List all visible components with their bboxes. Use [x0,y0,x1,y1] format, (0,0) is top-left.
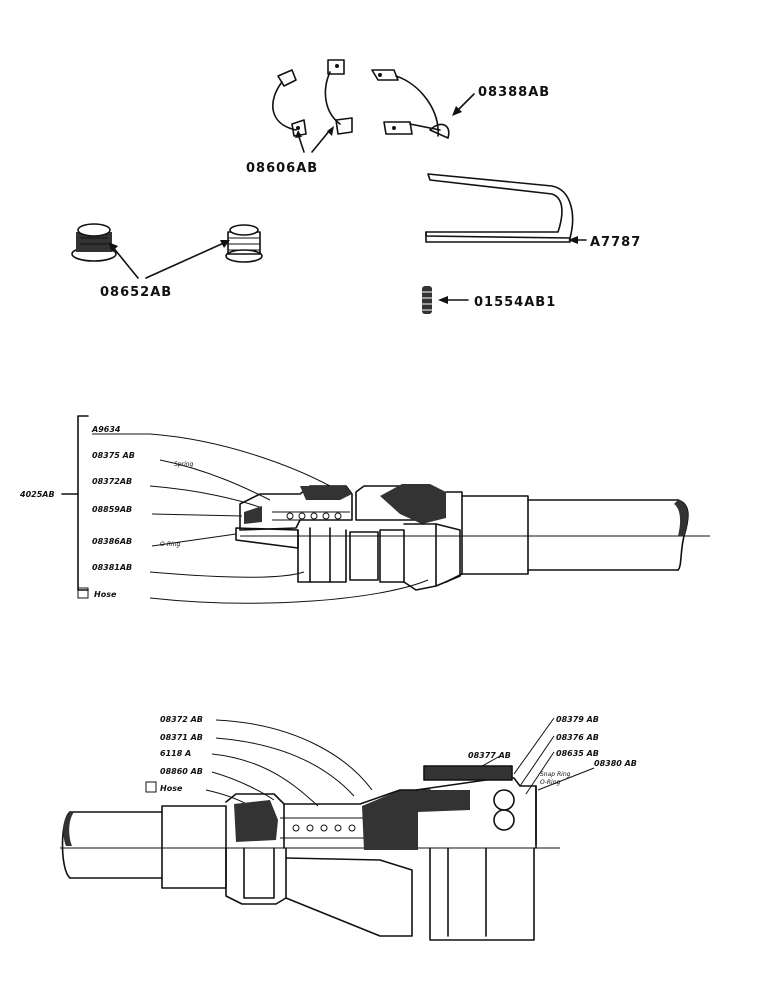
cap-left [71,223,117,262]
callout-a1-0: A9634 [91,425,121,434]
callout-a2-r2: 08376 AB [556,733,599,742]
callout-a2-r1: 08379 AB [556,715,599,724]
label-caps: 08652AB [100,285,172,300]
clip-right [324,59,353,135]
label-assembly-1: 4025AB [19,490,55,499]
callout-a2-0: 08372 AB [160,715,203,724]
note-spring: Spring [174,461,194,468]
callout-a1-3: 08859AB [92,505,132,514]
clip-left [272,69,307,137]
callout-a1-5: 08381AB [92,563,132,572]
callout-a1-6: Hose [94,590,117,599]
callout-a1-4: 08386AB [92,537,132,546]
callout-a1-2: 08372AB [92,477,132,486]
note-snap-ring: Snap Ring [540,771,571,778]
label-clips: 08606AB [246,161,318,176]
callout-a2-1: 08371 AB [160,733,203,742]
note-oring-1: O-Ring [160,541,181,548]
label-yoke: A7787 [590,235,641,250]
callout-a2-r0: 08377 AB [468,751,511,760]
callout-a1-1: 08375 AB [92,451,135,460]
assembly-2: 08372 AB 08371 AB 6118 A 08860 AB Hose 0… [60,715,637,941]
callout-a2-r4: 08380 AB [594,759,637,768]
yoke [425,173,574,243]
callout-a2-4: Hose [160,784,183,793]
label-pin: 01554AB1 [474,295,556,310]
label-bracket: 08388AB [478,85,550,100]
leader-clips-2 [311,129,331,153]
note-oring-2: O-Ring [540,779,561,786]
cap-right [225,224,263,263]
pin [422,286,432,314]
callout-a2-2: 6118 A [160,749,191,758]
assembly-1: 4025AB A9634 08375 AB Spring 08372AB 088… [19,415,710,604]
callout-a2-r3: 08635 AB [556,749,599,758]
callout-a2-3: 08860 AB [160,767,203,776]
bracket [371,69,450,139]
